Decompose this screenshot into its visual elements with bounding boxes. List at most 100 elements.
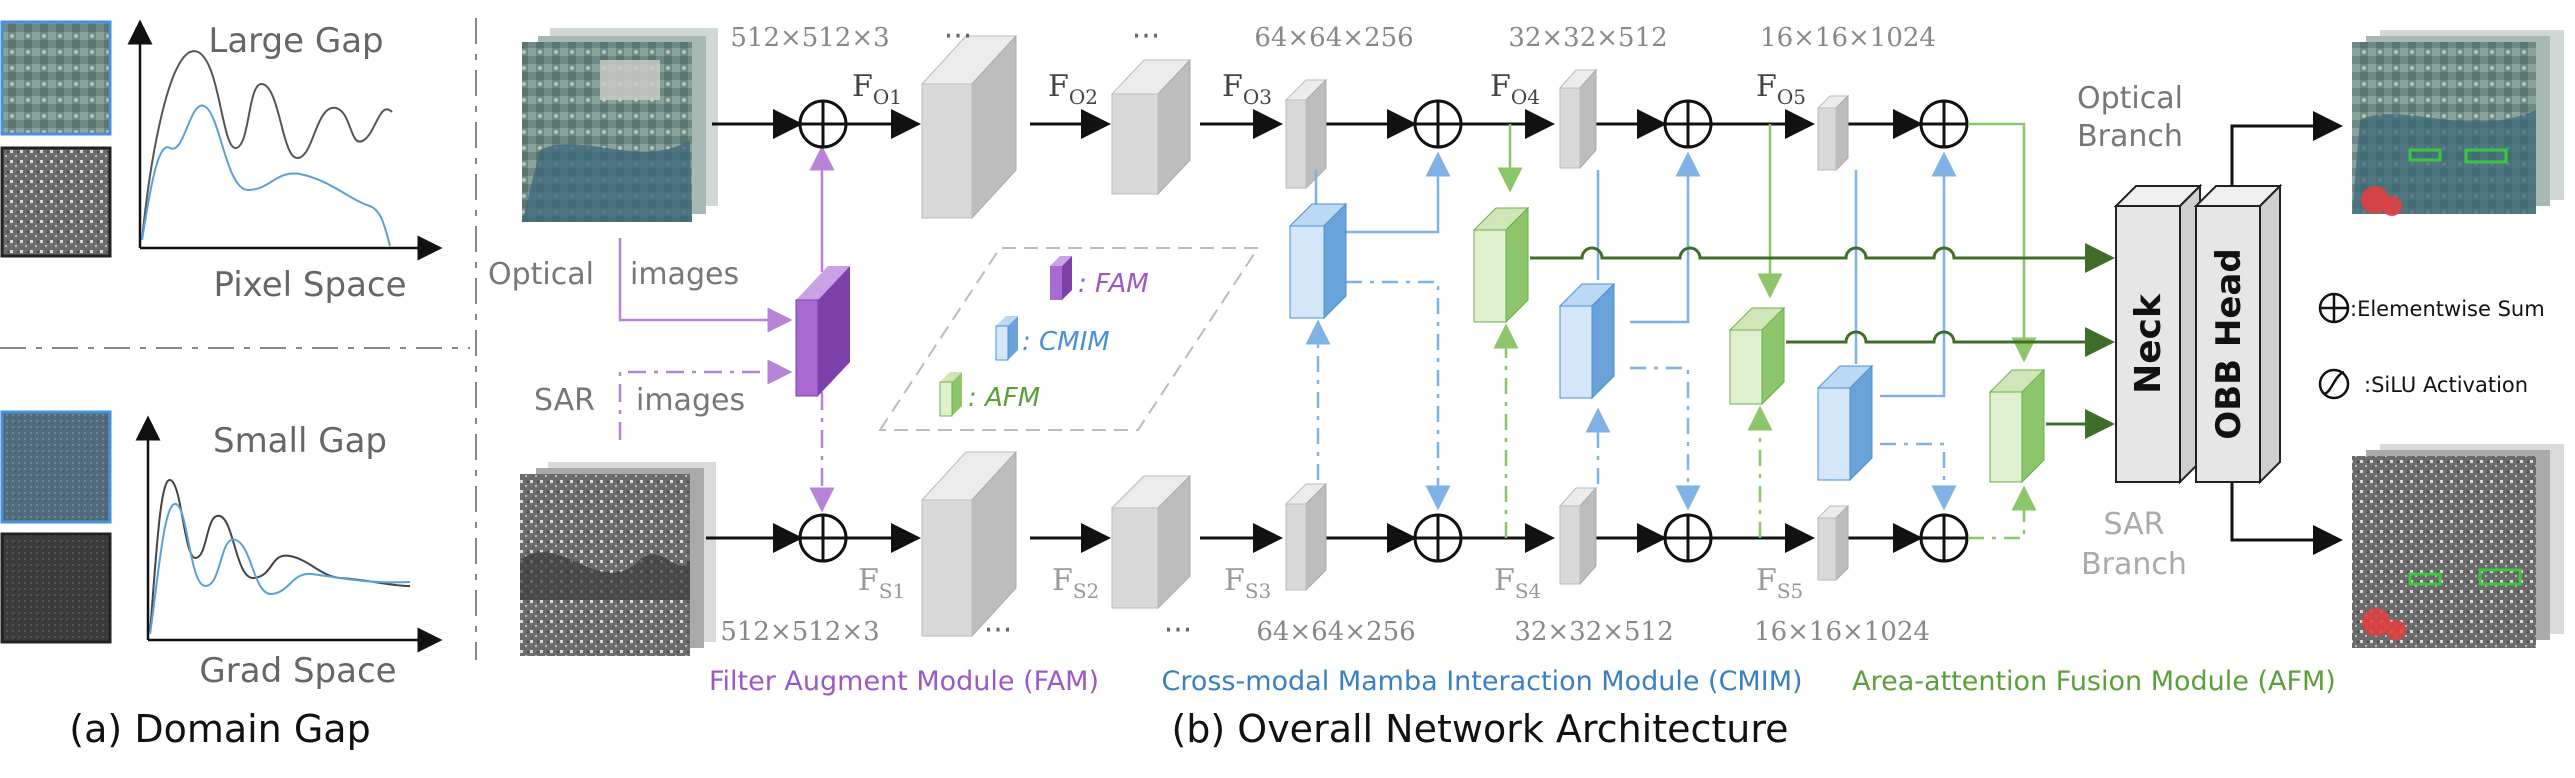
sum-sar-2: [1413, 513, 1463, 563]
cmim-block-2: [1558, 282, 1616, 400]
grad-space-label: Grad Space: [199, 651, 396, 691]
sar-stage5-block: [1816, 504, 1850, 582]
obb-head-label: OBB Head: [2209, 248, 2249, 439]
fam-block: [795, 266, 850, 397]
pixel-optical-curve: [141, 50, 393, 241]
fam-legend-icon: [1050, 256, 1072, 300]
dim-top-1: 512×512×3: [730, 23, 889, 53]
cmim-module-name: Cross-modal Mamba Interaction Module (CM…: [1161, 666, 1802, 697]
output-sar-arrow: [2230, 482, 2343, 555]
sar-input-stack: [520, 462, 716, 656]
afm-connections: [1493, 122, 2037, 540]
optical-stage3-block: [1284, 78, 1328, 190]
cmim3-to-opt-sum: [1880, 151, 1957, 398]
label-fo3: FO3: [1222, 69, 1272, 109]
sum-sar-4: [1919, 513, 1969, 563]
dim-bottom-3: 32×32×512: [1514, 617, 1673, 647]
cmim3-to-sar-sum: [1880, 442, 1957, 511]
neck-label: Neck: [2128, 293, 2169, 394]
pixel-sar-curve: [141, 104, 391, 247]
optical-branch-line1: Optical: [2077, 81, 2183, 116]
fam-sar-input-arrow: [618, 359, 793, 440]
panel-b-caption: (b) Overall Network Architecture: [1171, 707, 1788, 751]
optical-stage5-block: [1816, 94, 1850, 172]
dim-top-3: 32×32×512: [1508, 23, 1667, 53]
optical-thumbnail: [0, 20, 112, 136]
panel-b-architecture: Optical images SAR images: [488, 19, 2564, 751]
optical-stage1-block: [920, 34, 1018, 220]
sar-stage2-block: [1110, 474, 1192, 610]
cmim1-to-sar-sum: [1346, 280, 1451, 511]
sum-sar-1: [798, 513, 848, 563]
small-gap-label: Small Gap: [213, 421, 387, 461]
afm-legend-icon: [939, 372, 962, 417]
silu-activation-label: :SiLU Activation: [2364, 373, 2528, 397]
large-gap-label: Large Gap: [208, 21, 383, 61]
label-fo5: FO5: [1756, 69, 1806, 109]
sum-sar-3: [1663, 513, 1713, 563]
elementwise-sum-icon: [2318, 292, 2350, 324]
optical-branch-line2: Branch: [2077, 119, 2183, 154]
neck-block: Neck: [2113, 183, 2203, 485]
afm1-to-neck: [1530, 243, 2115, 273]
cmim-block-3: [1816, 364, 1874, 482]
afm-block-2: [1728, 306, 1786, 406]
silu-activation-icon: [2318, 368, 2350, 400]
sar-gradient-thumbnail: [0, 532, 112, 644]
sar-stage3-block: [1284, 482, 1328, 592]
cmim2-to-opt-sum: [1630, 151, 1701, 324]
optical-input-stack: [522, 28, 718, 222]
ellipsis-top-2: ···: [1132, 19, 1161, 54]
ellipsis-top-1: ···: [944, 19, 973, 54]
grad-optical-curve: [149, 479, 411, 633]
output-optical-arrow: [2230, 111, 2343, 186]
dim-bottom-4: 16×16×1024: [1754, 617, 1930, 647]
pixel-space-label: Pixel Space: [213, 265, 406, 305]
cmim2-to-sar-sum: [1630, 366, 1701, 511]
cmim-connections: [1305, 151, 1957, 511]
sar-stage1-block: [920, 450, 1018, 638]
fam-legend-label: : FAM: [1078, 269, 1149, 299]
sar-branch-line2: Branch: [2081, 547, 2187, 582]
label-fo1: FO1: [852, 69, 902, 109]
label-fs1: FS1: [858, 563, 905, 603]
cmim-legend-icon: [995, 316, 1018, 361]
fam-module-name: Filter Augment Module (FAM): [709, 666, 1099, 697]
optical-images-text: images: [630, 257, 739, 292]
sum-optical-2: [1413, 99, 1463, 149]
cmim-block-1: [1288, 202, 1348, 320]
label-fo4: FO4: [1490, 69, 1540, 109]
ellipsis-bottom-1: ···: [984, 613, 1013, 648]
sum-optical-3: [1663, 99, 1713, 149]
cmim1-to-opt-sum: [1346, 151, 1451, 234]
afm2-to-neck: [1786, 327, 2115, 357]
dim-top-4: 16×16×1024: [1760, 23, 1936, 53]
ellipsis-bottom-2: ···: [1164, 613, 1193, 648]
sar-branch-line1: SAR: [2104, 507, 2165, 542]
dim-bottom-1: 512×512×3: [720, 617, 879, 647]
obb-head-block: OBB Head: [2193, 183, 2283, 485]
label-fo2: FO2: [1048, 69, 1098, 109]
sum-optical-1: [798, 99, 848, 149]
dim-bottom-2: 64×64×256: [1256, 617, 1415, 647]
optical-stage2-block: [1110, 58, 1192, 196]
elementwise-sum-label: :Elementwise Sum: [2350, 297, 2545, 321]
afm-block-3: [1988, 368, 2046, 484]
cmim-legend-label: : CMIM: [1022, 327, 1110, 357]
dim-top-2: 64×64×256: [1254, 23, 1413, 53]
sar-stage4-block: [1558, 486, 1598, 586]
optical-text: Optical: [488, 257, 594, 292]
sar-images-text: images: [636, 383, 745, 418]
panel-a-domain-gap: Large Gap Pixel Space Small Gap Grad Spa…: [0, 19, 470, 751]
module-legend: : FAM : CMIM : AFM: [878, 247, 1260, 431]
label-fs2: FS2: [1052, 563, 1099, 603]
sar-output-stack: [2352, 444, 2564, 648]
afm3-sar-in: [1968, 485, 2037, 540]
afm-legend-label: : AFM: [968, 383, 1040, 413]
label-fs5: FS5: [1756, 563, 1803, 603]
sar-text: SAR: [534, 383, 595, 418]
panel-a-caption: (a) Domain Gap: [69, 707, 370, 751]
optical-output-stack: [2352, 30, 2564, 216]
label-fs4: FS4: [1494, 563, 1541, 603]
